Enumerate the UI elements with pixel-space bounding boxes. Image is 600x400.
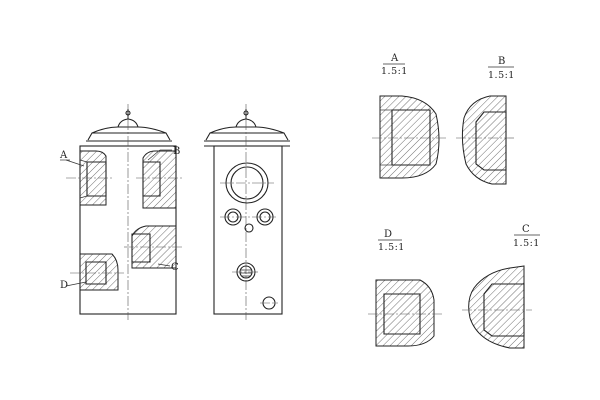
detail-c: C 1.5:1 xyxy=(462,224,540,349)
label-a: A xyxy=(59,150,68,161)
detail-b: B 1.5:1 xyxy=(456,56,516,185)
detail-a-letter: A xyxy=(390,53,399,64)
detail-c-letter: C xyxy=(522,224,530,235)
label-c: C xyxy=(171,262,179,273)
detail-d-letter: D xyxy=(384,229,392,240)
detail-a: A 1.5:1 xyxy=(372,53,446,179)
label-d: D xyxy=(60,280,68,291)
label-b: B xyxy=(173,146,180,157)
front-view-labels: A B C D xyxy=(59,146,180,291)
detail-b-letter: B xyxy=(498,56,505,67)
detail-a-scale: 1.5:1 xyxy=(381,66,408,77)
detail-b-scale: 1.5:1 xyxy=(488,70,515,81)
detail-c-scale: 1.5:1 xyxy=(513,238,540,249)
side-view xyxy=(204,104,290,320)
detail-d-scale: 1.5:1 xyxy=(378,242,405,253)
detail-d: D 1.5:1 xyxy=(368,229,444,347)
front-view xyxy=(66,104,184,320)
